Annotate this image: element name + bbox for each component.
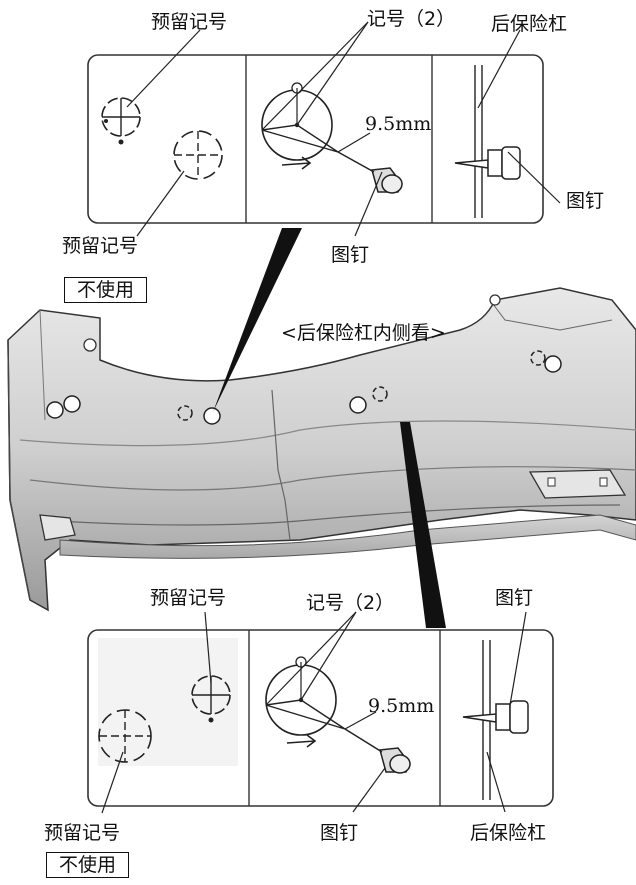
bottom-label-dimension: 9.5mm [368,695,435,717]
rear-bumper-illustration [7,287,636,612]
view-caption: <后保险杠内侧看> [281,322,446,344]
top-label-mark-2: 记号（2） [367,8,456,30]
top-label-clip-right: 图钉 [566,190,605,212]
top-label-reserved-mark-lower: 预留记号 [62,235,139,257]
top-detail-panel [87,54,544,224]
bumper-outline [7,287,636,612]
top-leader-lines [126,21,561,237]
top-callout-pointer [213,228,302,412]
top-label-rear-bumper: 后保险杠 [491,13,568,35]
top-label-reserved-mark: 预留记号 [151,11,228,33]
bottom-label-mark-2: 记号（2） [306,592,395,614]
bottom-leader-lines [101,611,527,814]
top-not-used-box: 不使用 [64,277,148,303]
bottom-callout-pointer [400,422,446,628]
bottom-detail-panel [87,629,554,807]
bottom-label-clip-bottom: 图钉 [320,822,359,844]
bottom-label-rear-bumper: 后保险杠 [470,822,547,844]
bottom-not-used-box: 不使用 [46,852,130,878]
top-label-dimension: 9.5mm [365,113,432,135]
bottom-label-reserved-mark-lower: 预留记号 [44,822,121,844]
bottom-label-clip-top: 图钉 [495,587,534,609]
bottom-label-reserved-mark: 预留记号 [150,587,227,609]
top-label-clip-bottom: 图钉 [331,244,370,266]
